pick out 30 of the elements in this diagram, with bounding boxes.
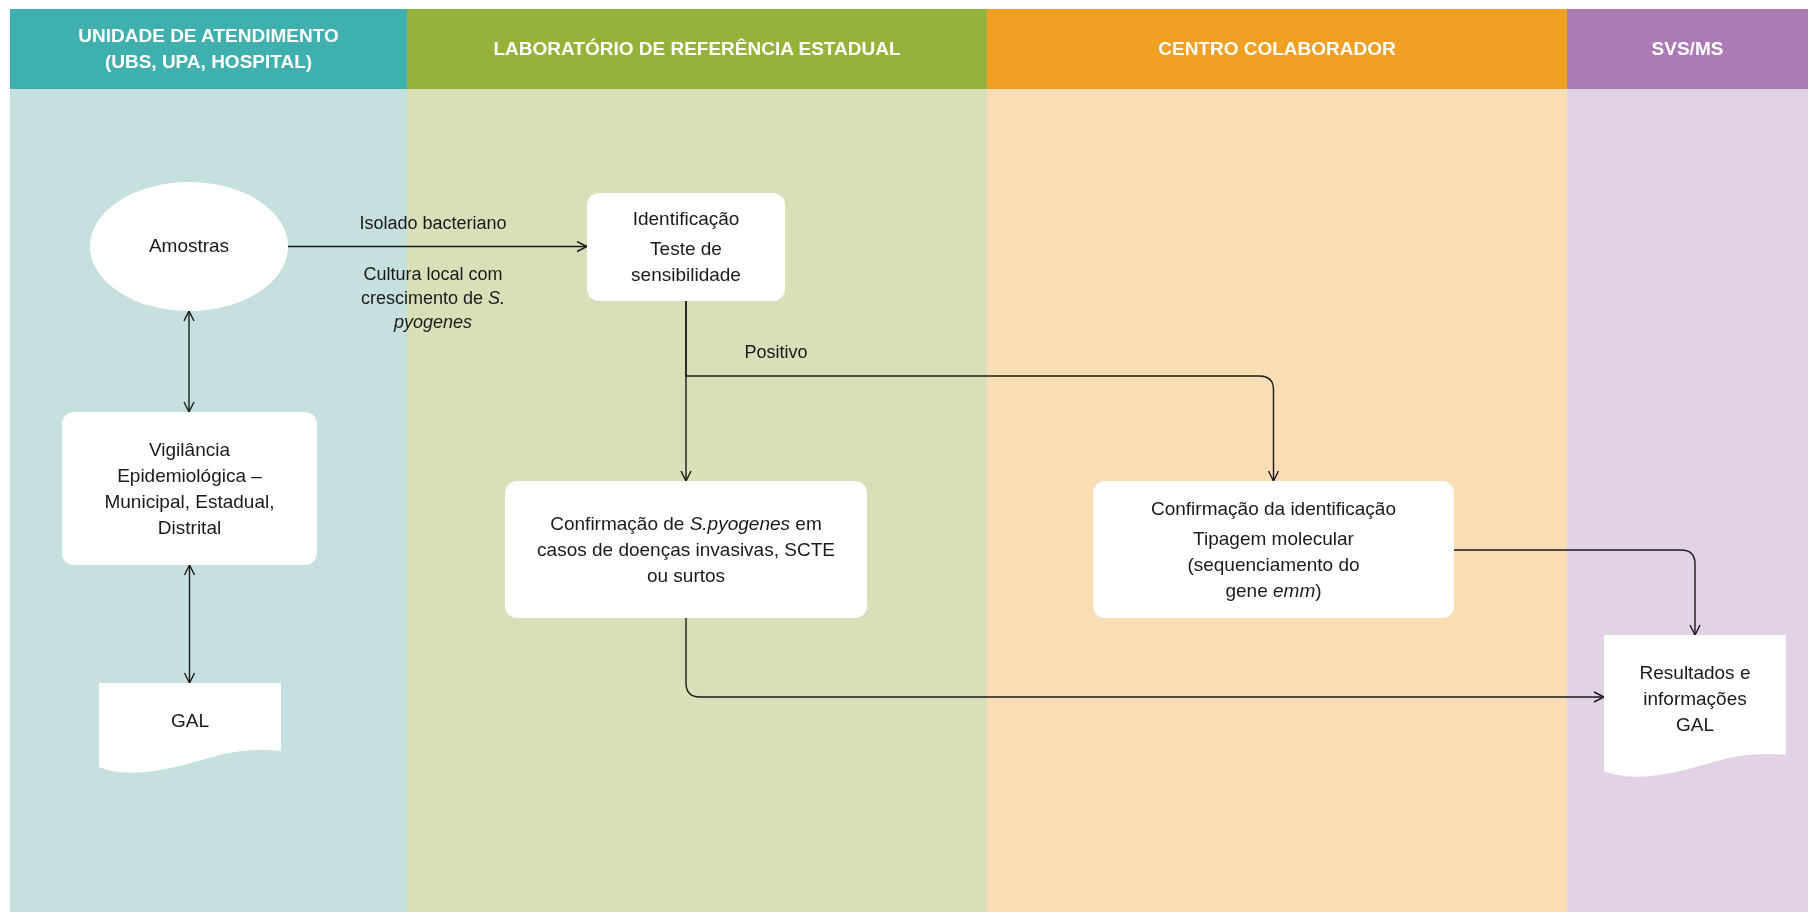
- lane-title: SVS/MS: [1651, 37, 1724, 61]
- process-box: [62, 412, 317, 565]
- document-shape: [1604, 635, 1786, 779]
- edge-label: Isolado bacteriano: [359, 211, 507, 235]
- node-text: Teste de sensibilidade: [630, 237, 742, 287]
- node-text: Resultados e informações GAL: [1638, 661, 1752, 737]
- process-box: [505, 481, 867, 618]
- node-text: Tipagem molecular (sequenciamento do gene emm): [1186, 526, 1361, 603]
- document-shape: [99, 683, 281, 775]
- lane-title: LABORATÓRIO DE REFERÊNCIA ESTADUAL: [493, 37, 901, 61]
- process-box: [1093, 481, 1454, 618]
- arrow: [287, 240, 588, 253]
- arrow: [1453, 549, 1701, 636]
- node-text: Confirmação da identificação: [1151, 496, 1396, 521]
- node-text: Amostras: [148, 234, 230, 259]
- arrow: [183, 564, 196, 684]
- node-text: Identificação: [632, 207, 740, 231]
- node-text: Confirmação de S.pyogenes em casos de doenças invasivas, SCTE ou surtos: [536, 511, 836, 588]
- lane-title: UNIDADE DE ATENDIMENTO (UBS, UPA, HOSPITAL): [77, 24, 340, 74]
- arrow: [685, 617, 1605, 703]
- swimlane: [987, 9, 1567, 912]
- swimlane: [1567, 9, 1808, 912]
- process-box: [587, 193, 785, 301]
- edge-note: Cultura local com crescimento de S. pyogenes: [359, 263, 507, 334]
- node-text: Vigilância Epidemiológica – Municipal, Estadual, Distrital: [103, 437, 276, 540]
- arrow: [183, 310, 195, 413]
- lane-title: CENTRO COLABORADOR: [1158, 37, 1396, 61]
- edge-label: Positivo: [744, 340, 808, 364]
- arrow: [685, 300, 1280, 482]
- node-text: GAL: [171, 709, 209, 733]
